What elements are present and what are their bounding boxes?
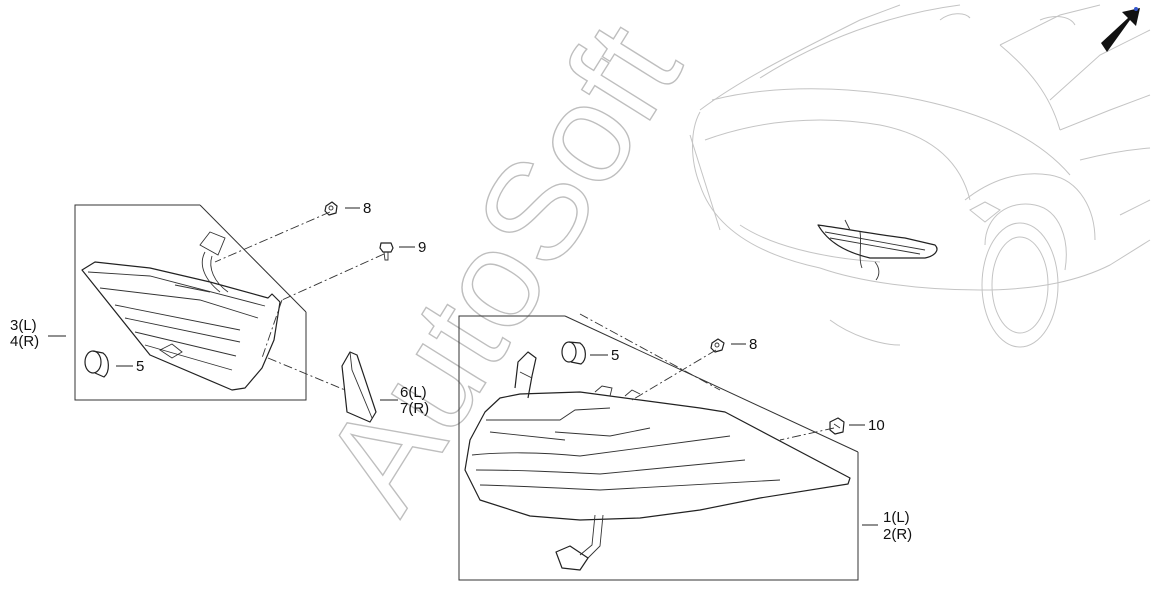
inner-combination-lamp (81, 231, 281, 391)
outer-combination-lamp (464, 351, 851, 571)
callout-10: 10 (868, 417, 885, 434)
callout-3-left: 3(L) (10, 317, 37, 334)
callout-5-left: 5 (136, 358, 144, 375)
vehicle-overview (689, 4, 1151, 348)
callout-7-right: 7(R) (400, 400, 429, 417)
callout-2-right: 2(R) (883, 526, 912, 543)
screw (379, 242, 394, 261)
watermark: AutoSoft (292, 0, 710, 536)
callout-9: 9 (418, 239, 426, 256)
lamp-pad (341, 351, 377, 423)
callout-4-right: 4(R) (10, 333, 39, 350)
leader-lines (48, 207, 878, 526)
clip-upper (324, 201, 338, 216)
inner-lamp-frame (74, 204, 307, 401)
callout-1-left: 1(L) (883, 509, 910, 526)
grommet-left (84, 350, 109, 378)
callout-8-upper: 8 (363, 200, 371, 217)
grommet-right (561, 341, 586, 365)
front-direction-arrow-icon (1101, 7, 1140, 52)
clip-lower (710, 338, 725, 353)
outer-lamp-frame (458, 315, 859, 581)
callout-5-right: 5 (611, 347, 619, 364)
nut (829, 417, 845, 435)
callout-labels: 8 9 3(L) 4(R) 5 6(L) 7(R) 5 8 10 1(L) 2(… (10, 200, 912, 543)
callout-8-lower: 8 (749, 336, 757, 353)
callout-6-left: 6(L) (400, 384, 427, 401)
assembly-lines (214, 211, 835, 441)
